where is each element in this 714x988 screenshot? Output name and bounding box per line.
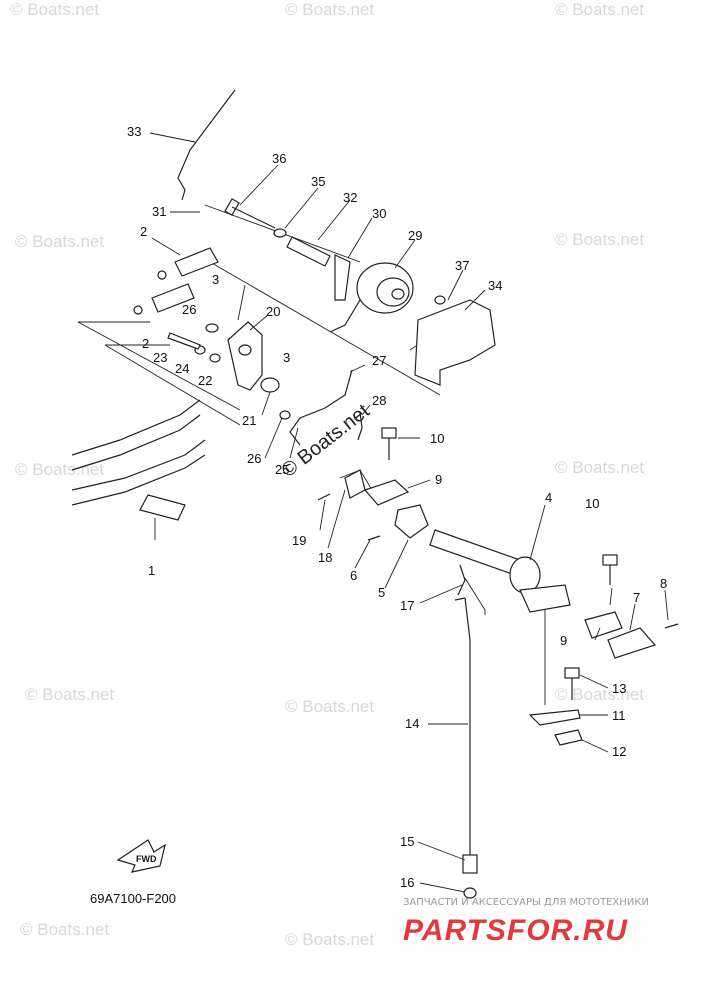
watermark-layer: © Boats.net © Boats.net © Boats.net © Bo… [10,0,644,949]
callout-5: 5 [378,585,385,600]
callout-11: 11 [612,708,626,723]
watermark: © Boats.net [15,232,104,251]
brand-name: PARTSFOR.RU [403,914,628,947]
callout-19: 19 [292,533,306,548]
shift-rod-14-end [454,597,466,601]
callout-10b: 10 [585,496,599,511]
callout-29: 29 [408,228,422,243]
callout-6: 6 [350,568,357,583]
callout-37: 37 [455,258,469,273]
callout-27: 27 [372,353,386,368]
callout-24: 24 [175,361,189,376]
shift-shaft-4 [429,529,571,613]
callout-21: 21 [242,413,256,428]
plate-11 [528,709,581,726]
spacer-15 [462,854,478,874]
watermark: © Boats.net [20,920,109,939]
brand-tagline: ЗАПЧАСТИ И АКСЕССУАРЫ ДЛЯ МОТОТЕХНИКИ [403,897,649,908]
lever-20 [167,321,291,420]
callout-26: 26 [182,302,196,317]
callout-22: 22 [198,373,212,388]
callout-20: 20 [266,304,280,319]
clamp-7 [607,627,657,659]
watermark: © Boats.net [285,697,374,716]
watermark: © Boats.net [555,0,644,19]
clamp-9b [584,611,623,639]
shift-rod-14 [464,597,471,860]
callout-2b: 2 [142,336,149,351]
callout-16: 16 [400,875,414,890]
watermark: © Boats.net [10,0,99,19]
fwd-arrow: FWD [116,839,166,873]
shaft-assembly [224,198,351,301]
bracket-plate [414,295,496,386]
callout-32: 32 [343,190,357,205]
plate-12 [554,729,583,746]
guide-line [104,344,241,426]
pin-19 [317,493,331,501]
callout-34: 34 [488,278,502,293]
control-cables [71,399,206,521]
watermark: © Boats.net [15,460,104,479]
callout-7: 7 [633,590,640,605]
callout-13: 13 [612,681,626,696]
callout-1: 1 [148,563,155,578]
link-rod-27 [289,369,353,446]
callouts: 1 2 2 3 3 4 5 6 7 8 9 9 10 10 11 12 13 1… [127,124,667,890]
callout-26b: 26 [247,451,261,466]
clamp-5 [394,504,429,539]
watermark: © Boats.net [285,0,374,19]
callout-10: 10 [430,431,444,446]
clip-17 [457,564,466,596]
callout-12: 12 [612,744,626,759]
bolt-13 [564,667,580,679]
callout-3: 3 [212,272,219,287]
watermark: © Boats.net [555,458,644,477]
watermark: © Boats.net [555,685,644,704]
throttle-rod [177,89,236,201]
watermark: © Boats.net [25,685,114,704]
cable-joints [133,247,219,315]
callout-36: 36 [272,151,286,166]
callout-9: 9 [435,472,442,487]
callout-25: 25 [275,462,289,477]
grommet-16 [463,887,477,899]
callout-18: 18 [318,550,332,565]
callout-17: 17 [400,598,414,613]
callout-9b: 9 [560,633,567,648]
watermark: © Boats.net [555,230,644,249]
brand-logo: ЗАПЧАСТИ И АКСЕССУАРЫ ДЛЯ МОТОТЕХНИКИ PA… [403,897,649,947]
clamp-9 [363,479,410,506]
guide-line [209,261,441,396]
callout-4: 4 [545,490,552,505]
guide-line [77,321,241,411]
callout-28: 28 [372,393,386,408]
callout-3b: 3 [283,350,290,365]
diagram-code: 69A7100-F200 [90,891,176,906]
guide-line [464,577,486,615]
callout-31: 31 [152,204,166,219]
callout-15: 15 [400,834,414,849]
callout-35: 35 [311,174,325,189]
callout-14: 14 [405,716,419,731]
pin-6 [367,535,381,541]
callout-33: 33 [127,124,141,139]
bolt-10 [381,427,618,585]
link-clip-28 [357,411,363,441]
callout-23: 23 [153,350,167,365]
callout-8: 8 [660,576,667,591]
watermark: © Boats.net [285,930,374,949]
fwd-label: FWD [136,854,157,864]
callout-2: 2 [140,224,147,239]
pulley-assembly [329,262,414,333]
leader-lines [149,132,669,893]
pin-8 [664,623,679,629]
callout-30: 30 [372,206,386,221]
